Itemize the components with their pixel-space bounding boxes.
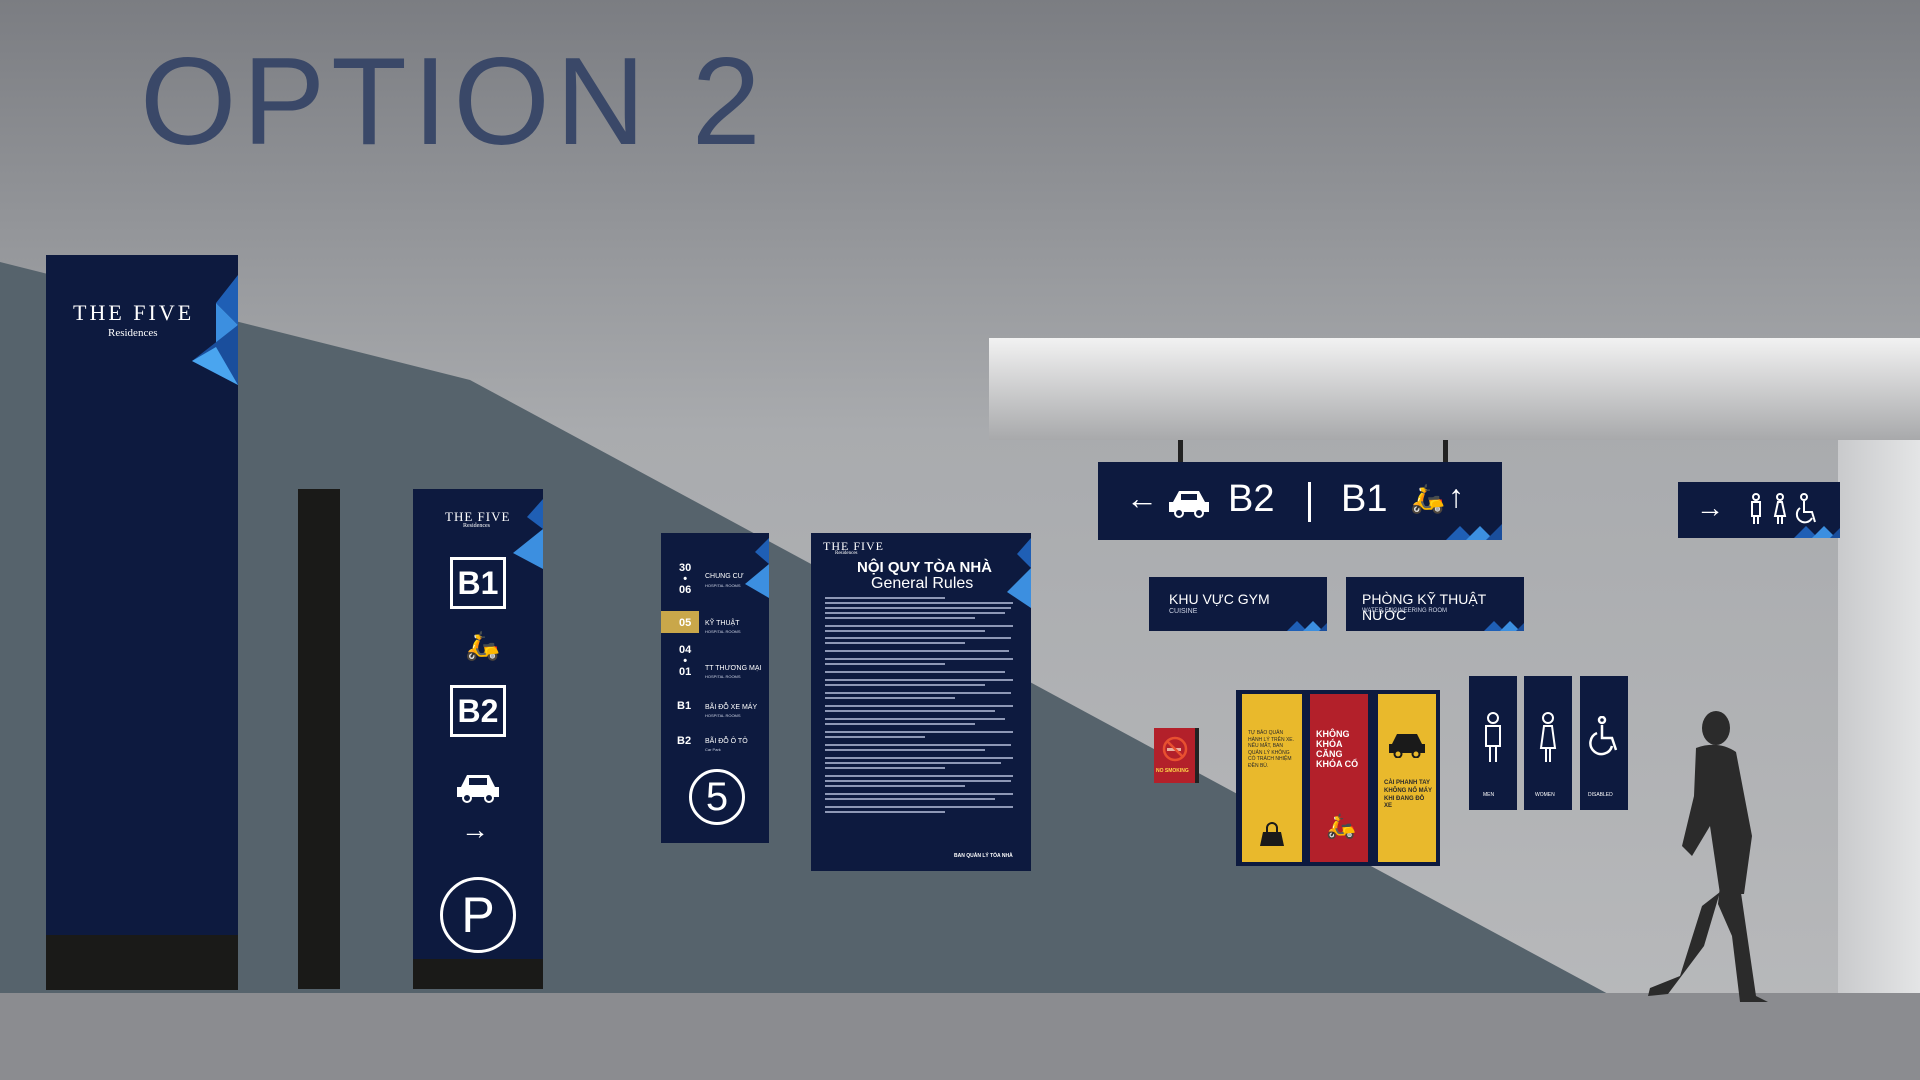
directory-label: CHUNG CƯ xyxy=(705,573,744,580)
sign-accent-graphic xyxy=(1794,526,1840,538)
level-b2-badge: B2 xyxy=(450,685,506,737)
directory-sub: Car Park xyxy=(705,747,721,752)
directory-level: 30 • 06 xyxy=(679,562,692,596)
parking-pylon: THE FIVE Residences B1 🛵 B2 → P xyxy=(413,489,543,989)
warning-text: CÀI PHANH TAY KHÔNG NỔ MÁY KHI ĐANG ĐỖ X… xyxy=(1384,780,1432,810)
no-smoking-icon xyxy=(1162,736,1188,762)
rules-brand: THE FIVE xyxy=(823,539,884,553)
directory-level: B1 xyxy=(677,700,692,712)
rules-title-vi: NỘI QUY TÒA NHÀ xyxy=(857,559,993,576)
car-icon xyxy=(457,775,499,803)
woman-icon xyxy=(1539,712,1557,762)
brand-sub: Residences xyxy=(108,327,158,339)
directory-label: TT THƯƠNG MẠI xyxy=(705,665,762,672)
restroom-sign-men: MEN xyxy=(1469,676,1517,810)
rules-footer: BAN QUẢN LÝ TÒA NHÀ xyxy=(954,853,1013,859)
directory-sub: HOSPITAL ROOMS xyxy=(705,713,741,718)
motorbike-icon: 🛵 xyxy=(1326,813,1356,840)
room-sign-sub: CUISINE xyxy=(1169,608,1198,615)
car-icon xyxy=(1389,734,1425,758)
large-pylon: THE FIVE Residences xyxy=(46,255,238,990)
arrow-right-icon: → xyxy=(1696,492,1724,523)
directory-sub: HOSPITAL ROOMS xyxy=(705,583,741,588)
brand-name: THE FIVE xyxy=(73,300,195,325)
warning-sign-parking: CÀI PHANH TAY KHÔNG NỔ MÁY KHI ĐANG ĐỖ X… xyxy=(1372,690,1440,866)
directory-label: KỸ THUẬT xyxy=(705,620,740,627)
rules-title-en: General Rules xyxy=(871,575,974,592)
room-sign-gym: KHU VỰC GYM CUISINE xyxy=(1149,577,1327,631)
divider xyxy=(1308,482,1311,522)
sign-accent-graphic xyxy=(1287,621,1327,631)
warning-text: KHÔNG KHÓA CĂNG KHÓA CỔ xyxy=(1316,729,1359,769)
rules-text-lines xyxy=(825,597,1013,813)
room-sign-sub: WATER ENGINEERING ROOM xyxy=(1362,608,1448,614)
sign-accent-graphic xyxy=(1446,524,1502,540)
restroom-label: WOMEN xyxy=(1535,792,1555,798)
warning-sign-luggage: TỰ BẢO QUẢN HÀNH LÝ TRÊN XE. NẾU MẤT, BA… xyxy=(1236,690,1306,866)
pylon-base xyxy=(46,935,238,990)
pylon-accent-graphic xyxy=(192,275,238,385)
sign-accent-graphic xyxy=(1484,621,1524,631)
walking-person-silhouette xyxy=(1648,711,1768,1002)
directory-level: B2 xyxy=(677,735,692,747)
car-icon xyxy=(1169,491,1209,518)
parking-icon: P xyxy=(440,877,516,953)
floor-number-icon: 5 xyxy=(689,769,745,825)
rules-accent-graphic xyxy=(1007,538,1031,608)
room-sign-title: KHU VỰC GYM xyxy=(1169,591,1270,607)
directory-sub: HOSPITAL ROOMS xyxy=(705,629,741,634)
warning-text: TỰ BẢO QUẢN HÀNH LÝ TRÊN XE. NẾU MẤT, BA… xyxy=(1248,730,1295,769)
directory-label: BÃI ĐỖ Ô TÔ xyxy=(705,738,748,745)
directory-label: BÃI ĐỖ XE MÁY xyxy=(705,704,758,711)
room-sign-water: PHÒNG KỸ THUẬT NƯỚC WATER ENGINEERING RO… xyxy=(1346,577,1524,631)
motorbike-icon: 🛵 xyxy=(465,630,500,661)
hanging-direction-sign: ← B2 B1 🛵 ↑ xyxy=(1098,462,1502,540)
man-icon xyxy=(1485,712,1501,762)
restroom-sign-women: WOMEN xyxy=(1524,676,1572,810)
rules-board: THE FIVE Residences NỘI QUY TÒA NHÀ Gene… xyxy=(811,533,1031,871)
motorbike-icon: 🛵 xyxy=(1410,483,1445,514)
level-b1-label: B1 xyxy=(1341,478,1388,520)
no-smoking-sign: NO SMOKING xyxy=(1154,728,1199,783)
directory-sub: HOSPITAL ROOMS xyxy=(705,674,741,679)
rules-brand-sub: Residences xyxy=(835,551,858,556)
pylon-accent-graphic xyxy=(513,499,543,569)
page-title: OPTION 2 xyxy=(140,33,767,171)
restroom-direction-sign: → xyxy=(1678,482,1840,538)
directory-accent-graphic xyxy=(745,538,769,598)
arrow-left-icon: ← xyxy=(1126,480,1158,516)
arrow-right-icon: → xyxy=(461,814,489,845)
pylon-base xyxy=(413,959,543,989)
room-sign-title: PHÒNG KỸ THUẬT NƯỚC xyxy=(1362,591,1486,623)
restroom-label: DISABLED xyxy=(1588,792,1613,798)
current-level-highlight xyxy=(661,611,699,633)
no-smoking-label: NO SMOKING xyxy=(1156,768,1189,774)
restroom-sign-disabled: DISABLED xyxy=(1580,676,1628,810)
rules-body xyxy=(825,597,1015,852)
handbag-icon xyxy=(1260,822,1284,846)
level-b1-badge: B1 xyxy=(450,557,506,609)
level-b2-label: B2 xyxy=(1228,478,1275,520)
directory-level: 05 xyxy=(679,617,692,629)
floor-directory: 30 • 06 CHUNG CƯ HOSPITAL ROOMS 05 KỸ TH… xyxy=(661,533,769,843)
restroom-label: MEN xyxy=(1483,792,1495,798)
pylon-brand-name: THE FIVE xyxy=(445,509,511,524)
restroom-icons xyxy=(1751,493,1816,524)
pylon-brand-sub: Residences xyxy=(463,523,490,529)
directory-level: 04 • 01 xyxy=(679,644,692,678)
wheelchair-icon xyxy=(1589,716,1618,756)
arrow-up-icon: ↑ xyxy=(1448,478,1464,514)
warning-sign-lock: KHÔNG KHÓA CĂNG KHÓA CỔ 🛵 xyxy=(1304,690,1372,866)
